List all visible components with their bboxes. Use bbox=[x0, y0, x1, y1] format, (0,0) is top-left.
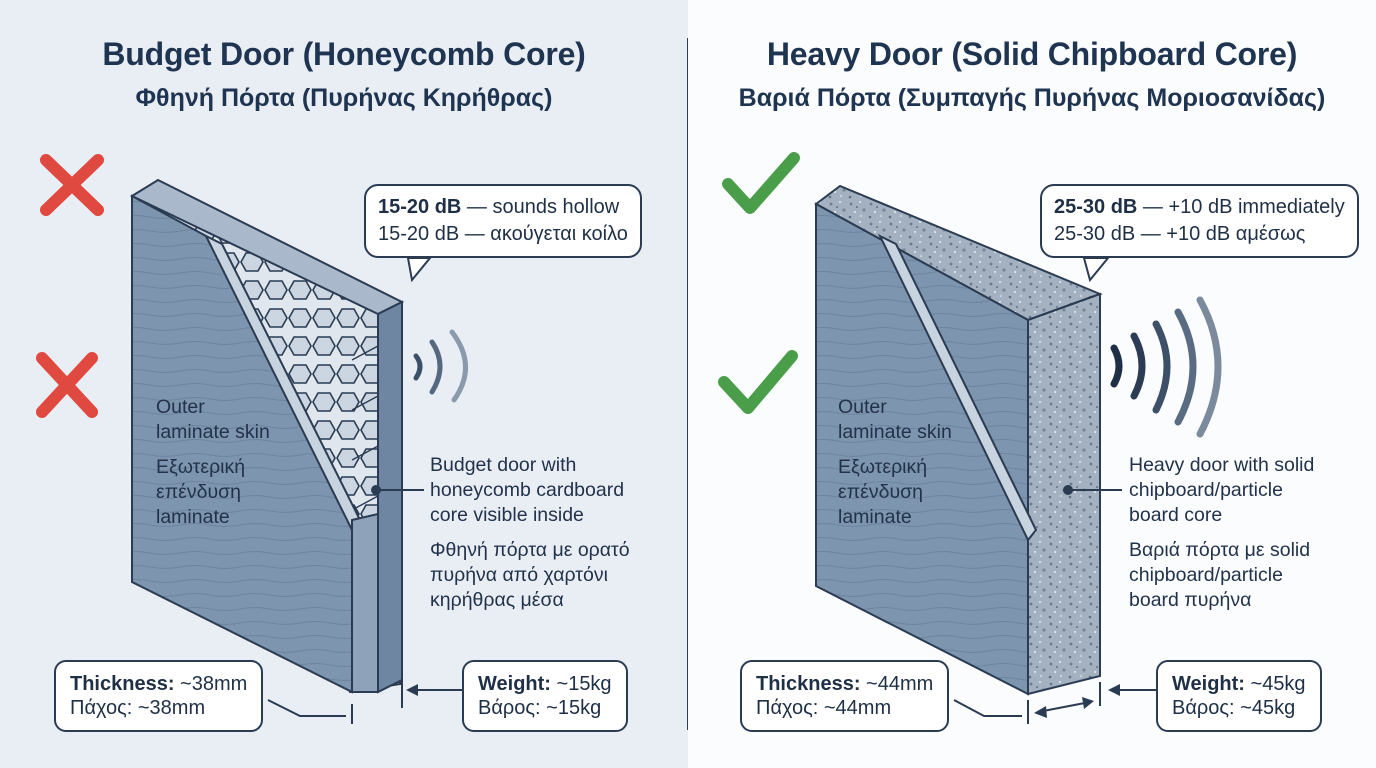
weight-pointer bbox=[401, 680, 464, 708]
weight-box: Weight: ~45kg Βάρος: ~45kg bbox=[1156, 660, 1322, 732]
weight-pointer bbox=[1108, 684, 1156, 696]
sound-rating-text-greek: 25-30 dB — +10 dB αμέσως bbox=[1054, 223, 1306, 245]
sound-bubble-tail bbox=[1082, 257, 1111, 283]
check-icon bbox=[722, 152, 800, 214]
heavy-door-title: Heavy Door (Solid Chipboard Core) bbox=[766, 36, 1298, 72]
weight-box: Weight: ~15kg Βάρος: ~15kg bbox=[462, 660, 628, 732]
sound-rating-bubble: 25-30 dB — +10 dB immediately 25-30 dB —… bbox=[1040, 184, 1359, 258]
check-icon bbox=[718, 350, 798, 414]
sound-rating-bubble: 15-20 dB — sounds hollow 15-20 dB — ακού… bbox=[364, 184, 642, 258]
heavy-door-illustration bbox=[718, 152, 1222, 724]
outer-laminate-skin bbox=[131, 194, 379, 694]
sound-rating-text: — +10 dB immediately bbox=[1137, 196, 1345, 218]
budget-door-illustration bbox=[36, 154, 468, 724]
thickness-box: Thickness: ~38mm Πάχος: ~38mm bbox=[54, 660, 264, 732]
core-label: Heavy door with solid chipboard/particle… bbox=[1129, 454, 1315, 611]
outer-skin-label: Outer laminate skin Εξωτερική επένδυση l… bbox=[838, 396, 952, 528]
strong-sound-waves-icon bbox=[1110, 296, 1222, 438]
heavy-door-title-greek: Βαριά Πόρτα (Συμπαγής Πυρήνας Μοριοσανίδ… bbox=[738, 84, 1326, 112]
thickness-dimension bbox=[267, 699, 353, 724]
thickness-box: Thickness: ~44mm Πάχος: ~44mm bbox=[740, 660, 950, 732]
budget-door-panel: Budget Door (Honeycomb Core) Φθηνή Πόρτα… bbox=[0, 0, 688, 768]
heavy-door-panel: Heavy Door (Solid Chipboard Core) Βαριά … bbox=[688, 0, 1376, 768]
budget-door-title: Budget Door (Honeycomb Core) bbox=[102, 36, 586, 72]
cross-icon bbox=[40, 154, 104, 216]
core-pointer bbox=[1063, 485, 1122, 495]
outer-skin-label: Outer laminate skin Εξωτερική επένδυση l… bbox=[156, 396, 270, 528]
sound-rating-value: 25-30 dB bbox=[1054, 196, 1138, 218]
thickness-dimension bbox=[953, 682, 1101, 724]
sound-rating-text-greek: 15-20 dB — ακούγεται κοίλο bbox=[378, 223, 628, 245]
sound-bubble-tail bbox=[406, 257, 433, 283]
core-pointer bbox=[371, 485, 424, 495]
core-label: Budget door with honeycomb cardboard cor… bbox=[430, 454, 630, 611]
outer-laminate-skin bbox=[815, 202, 1038, 696]
sound-rating-value: 15-20 dB bbox=[378, 196, 462, 218]
weak-sound-waves-icon bbox=[413, 329, 468, 403]
budget-door-title-greek: Φθηνή Πόρτα (Πυρήνας Κηρήθρας) bbox=[135, 84, 553, 112]
cross-icon bbox=[36, 352, 98, 418]
sound-rating-text: — sounds hollow bbox=[461, 196, 620, 218]
